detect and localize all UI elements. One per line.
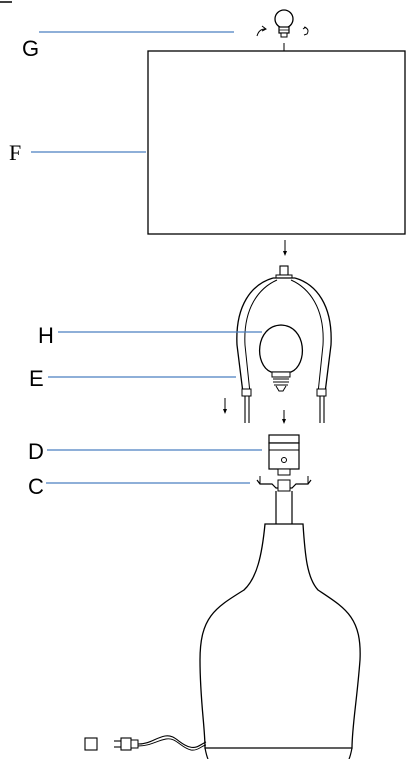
socket bbox=[268, 434, 300, 476]
label-c: C bbox=[28, 474, 44, 499]
lamp-shade bbox=[147, 50, 406, 235]
rotate-arrow-icon bbox=[256, 25, 267, 37]
down-arrow-icon bbox=[283, 240, 287, 256]
down-arrow-icon bbox=[282, 410, 286, 424]
label-f: F bbox=[9, 140, 21, 165]
label-g: G bbox=[22, 36, 39, 61]
label-d: D bbox=[28, 439, 44, 464]
rotate-arrow-icon bbox=[302, 26, 309, 36]
checkbox-icon bbox=[84, 737, 98, 751]
down-arrow-icon bbox=[223, 398, 227, 414]
harp bbox=[236, 265, 332, 423]
lamp-base bbox=[199, 491, 361, 759]
harp-saddle bbox=[256, 476, 312, 492]
label-h: H bbox=[38, 323, 54, 348]
light-bulb-icon bbox=[259, 324, 303, 392]
power-plug-icon bbox=[114, 735, 207, 751]
light-bulb-icon bbox=[274, 9, 294, 38]
label-e: E bbox=[29, 366, 44, 391]
